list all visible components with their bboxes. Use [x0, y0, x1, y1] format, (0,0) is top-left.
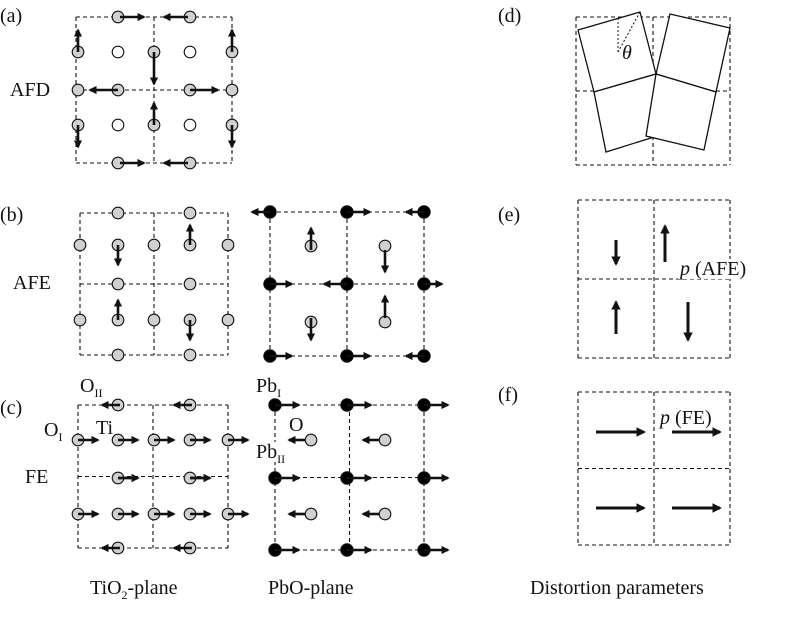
- atom-label-o1: OI: [44, 419, 63, 444]
- atom-label-o-mark: O: [289, 414, 304, 436]
- row-label-afd: AFD: [10, 79, 53, 101]
- titanium-atom: [183, 118, 197, 132]
- oxygen-atom: [225, 83, 239, 97]
- row-label-fe: FE: [25, 466, 51, 488]
- oxygen-atom: [73, 238, 87, 252]
- oxygen-atom: [147, 313, 161, 327]
- panel-label-a: (a): [0, 5, 23, 27]
- titanium-atom: [111, 45, 125, 59]
- oxygen-atom: [304, 507, 318, 521]
- oxygen-atom: [378, 507, 392, 521]
- panel-label-f: (f): [498, 384, 518, 406]
- titanium-atom: [111, 118, 125, 132]
- panel-label-d: (d): [498, 5, 522, 27]
- octahedron-square: [645, 73, 717, 151]
- label-pbo-plane: PbO-plane: [268, 577, 354, 599]
- atom-label-pb1: PbI: [256, 375, 282, 400]
- atom-label-o2: OII: [80, 375, 103, 400]
- oxygen-atom: [73, 313, 87, 327]
- oxygen-atom: [304, 433, 318, 447]
- panel-label-b: (b): [0, 204, 24, 226]
- oxygen-atom: [183, 277, 197, 291]
- oxygen-atom: [111, 277, 125, 291]
- oxygen-atom: [147, 238, 161, 252]
- atom-label-pb2: PbII: [256, 441, 286, 466]
- oxygen-atom: [71, 83, 85, 97]
- panel-label-c: (c): [0, 397, 23, 419]
- oxygen-atom: [111, 206, 125, 220]
- label-tio2-plane: TiO2-plane: [90, 577, 178, 602]
- oxygen-atom: [183, 206, 197, 220]
- atom-label-ti: Ti: [96, 417, 114, 439]
- oxygen-atom: [183, 348, 197, 362]
- p-afe-label: p (AFE): [678, 258, 749, 280]
- label-distortion-parameters: Distortion parameters: [530, 577, 704, 599]
- theta-label: θ: [622, 42, 632, 64]
- oxygen-atom: [221, 238, 235, 252]
- oxygen-atom: [221, 313, 235, 327]
- oxygen-atom: [378, 433, 392, 447]
- oxygen-atom: [111, 348, 125, 362]
- titanium-atom: [183, 45, 197, 59]
- panel-label-e: (e): [498, 204, 521, 226]
- p-fe-label: p (FE): [660, 407, 712, 429]
- row-label-afe: AFE: [13, 272, 53, 294]
